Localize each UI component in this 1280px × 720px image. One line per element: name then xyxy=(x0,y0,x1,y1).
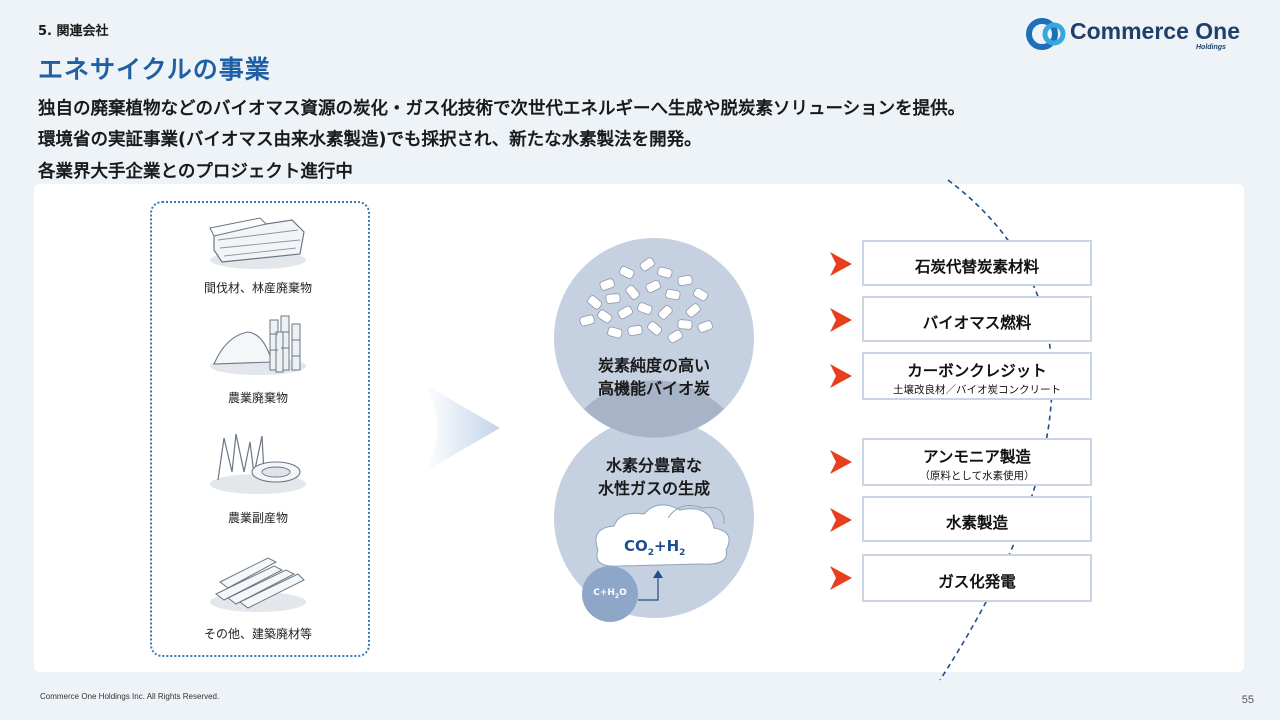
output-coal-alternative: 石炭代替炭素材料 xyxy=(862,240,1092,286)
output-gas-power: ガス化発電 xyxy=(862,554,1092,602)
water-gas-circle-label: 水素分豊富な 水性ガスの生成 xyxy=(554,454,754,500)
company-logo: Commerce One Holdings xyxy=(1026,14,1256,54)
feed-formula: C+H2O xyxy=(590,588,630,600)
output-biomass-fuel: バイオマス燃料 xyxy=(862,296,1092,342)
output-arrow-3-icon xyxy=(830,364,852,388)
output-arrow-4-icon xyxy=(830,450,852,474)
output-arrow-6-icon xyxy=(830,566,852,590)
input-label-other: その他、建築廃材等 xyxy=(203,627,312,641)
output-arrows xyxy=(830,252,852,590)
output-arrow-1-icon xyxy=(830,252,852,276)
logo-mark-icon xyxy=(1026,18,1066,50)
biochar-circle-label: 炭素純度の高い 高機能バイオ炭 xyxy=(554,354,754,400)
input-label-agri-waste: 農業廃棄物 xyxy=(227,391,288,405)
output-main-label: バイオマス燃料 xyxy=(922,314,1032,332)
output-carbon-credit: カーボンクレジット 土壌改良材／バイオ炭コンクリート xyxy=(862,352,1092,400)
formula-co: CO xyxy=(624,537,648,555)
formula-plus-h: +H xyxy=(654,537,680,555)
section-label: 5. 関連会社 xyxy=(38,24,109,39)
logo-subtext: Holdings xyxy=(1196,44,1226,51)
lumber-icon xyxy=(210,557,306,612)
formula-co-sub: 2 xyxy=(647,548,655,558)
gas-formula: CO2+H2 xyxy=(624,537,685,558)
output-sub-label: （原料として水素使用） xyxy=(919,470,1035,482)
process-chevron-icon xyxy=(424,384,500,472)
biomass-inputs-box xyxy=(150,201,370,657)
input-label-agri-byproduct: 農業副産物 xyxy=(227,511,288,525)
water-gas-line-1: 水素分豊富な xyxy=(605,456,702,475)
timber-icon xyxy=(209,217,306,269)
output-main-label: 水素製造 xyxy=(945,514,1008,532)
biochar-line-2: 高機能バイオ炭 xyxy=(597,379,710,398)
output-main-label: アンモニア製造 xyxy=(923,448,1031,466)
page-title: エネサイクルの事業 xyxy=(38,55,271,84)
output-arrow-5-icon xyxy=(830,508,852,532)
page-number: 55 xyxy=(1241,694,1254,706)
footer-copyright: Commerce One Holdings Inc. All Rights Re… xyxy=(40,692,220,701)
lead-line-3: 各業界大手企業とのプロジェクト進行中 xyxy=(38,162,353,182)
output-hydrogen: 水素製造 xyxy=(862,496,1092,542)
logo-text: Commerce One xyxy=(1070,18,1241,44)
feed-ch: C+H xyxy=(593,588,615,598)
husk-icon xyxy=(210,433,306,494)
water-gas-line-2: 水性ガスの生成 xyxy=(597,479,710,498)
output-sub-label: 土壌改良材／バイオ炭コンクリート xyxy=(893,384,1061,396)
feed-o: O xyxy=(619,588,627,598)
lead-line-2: 環境省の実証事業(バイオマス由来水素製造)でも採択され、新たな水素製法を開発。 xyxy=(38,130,702,150)
formula-h-sub: 2 xyxy=(679,548,686,558)
output-main-label: ガス化発電 xyxy=(938,573,1016,591)
lead-line-1: 独自の廃棄植物などのバイオマス資源の炭化・ガス化技術で次世代エネルギーへ生成や脱… xyxy=(38,99,966,119)
feed-sub: 2 xyxy=(614,592,620,600)
process-circles xyxy=(554,238,754,622)
biochar-line-1: 炭素純度の高い xyxy=(597,356,710,375)
output-main-label: 石炭代替炭素材料 xyxy=(914,258,1039,276)
bamboo-icon xyxy=(210,315,306,375)
output-ammonia: アンモニア製造 （原料として水素使用） xyxy=(862,438,1092,486)
input-label-timber: 間伐材、林産廃棄物 xyxy=(203,281,312,295)
output-main-label: カーボンクレジット xyxy=(907,362,1047,380)
output-arrow-2-icon xyxy=(830,308,852,332)
